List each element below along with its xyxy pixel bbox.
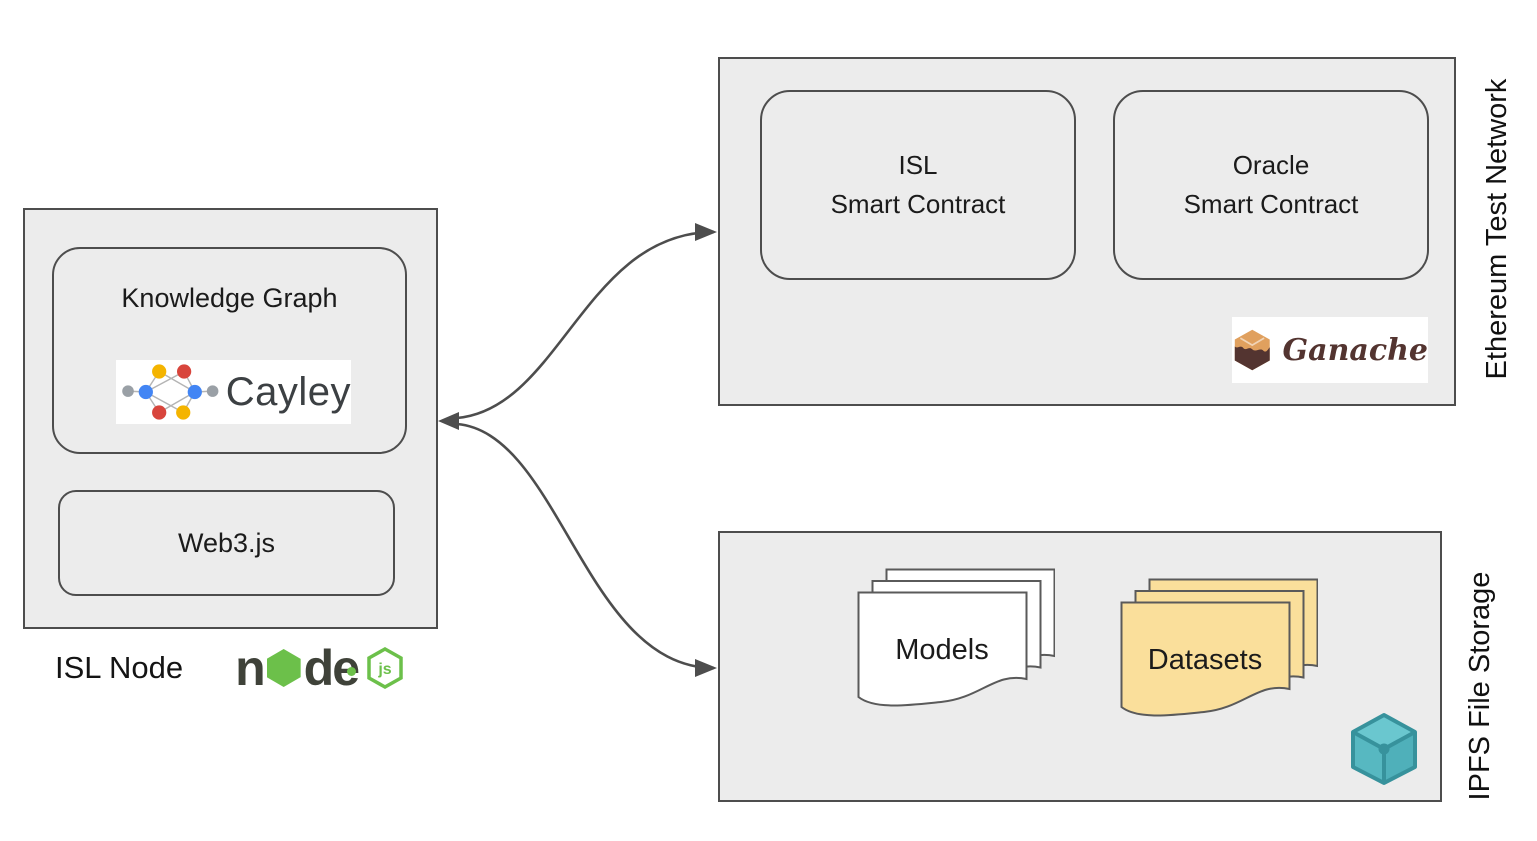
oracle-smart-contract-line2: Smart Contract: [1183, 189, 1359, 219]
models-label: Models: [895, 634, 989, 666]
ganache-wordmark: Ganache: [1282, 332, 1428, 368]
ethereum-test-network-box: ISL Smart Contract Oracle Smart Contract…: [718, 57, 1456, 406]
ethereum-side-label: Ethereum Test Network: [1481, 78, 1513, 380]
nodejs-letter-d: d: [303, 640, 335, 696]
web3-box: Web3.js: [58, 490, 395, 596]
isl-smart-contract-line2: Smart Contract: [830, 189, 1006, 219]
isl-node-caption-row: ISL Node n d e js: [55, 636, 404, 700]
nodejs-js-badge-icon: js: [367, 647, 403, 689]
oracle-smart-contract-line1: Oracle: [1232, 150, 1310, 180]
cayley-logo: Cayley: [116, 360, 351, 424]
datasets-document-stack: Datasets: [1120, 578, 1318, 723]
web3-label: Web3.js: [177, 527, 276, 558]
oracle-smart-contract-box: Oracle Smart Contract: [1113, 90, 1429, 280]
ipfs-cube-icon: [1351, 713, 1417, 785]
cayley-graph-icon: [122, 364, 219, 420]
models-document-stack: Models: [857, 568, 1055, 713]
arrowhead-into-isl-node: [438, 412, 459, 430]
ipfs-file-storage-box: Models Datasets: [718, 531, 1442, 802]
nodejs-letter-e: e: [332, 640, 360, 696]
nodejs-hexagon-icon: [266, 649, 301, 687]
nodejs-letter-n: n: [235, 640, 266, 696]
isl-smart-contract-box: ISL Smart Contract: [760, 90, 1076, 280]
isl-node-label: ISL Node: [55, 650, 184, 685]
cayley-wordmark: Cayley: [225, 369, 351, 414]
knowledge-graph-box: Knowledge Graph: [52, 247, 407, 454]
ipfs-side-label: IPFS File Storage: [1464, 571, 1496, 801]
arrow-isl-to-ethereum: [456, 223, 717, 420]
isl-node-box: Knowledge Graph: [23, 208, 438, 629]
arrow-isl-to-ipfs: [456, 422, 717, 677]
datasets-label: Datasets: [1148, 644, 1262, 676]
ganache-cube-icon: [1234, 329, 1270, 371]
svg-text:js: js: [377, 661, 391, 678]
isl-smart-contract-line1: ISL: [898, 150, 938, 180]
nodejs-logo: n d e js: [235, 643, 404, 693]
knowledge-graph-label: Knowledge Graph: [121, 283, 338, 313]
ganache-logo: Ganache: [1232, 317, 1428, 383]
